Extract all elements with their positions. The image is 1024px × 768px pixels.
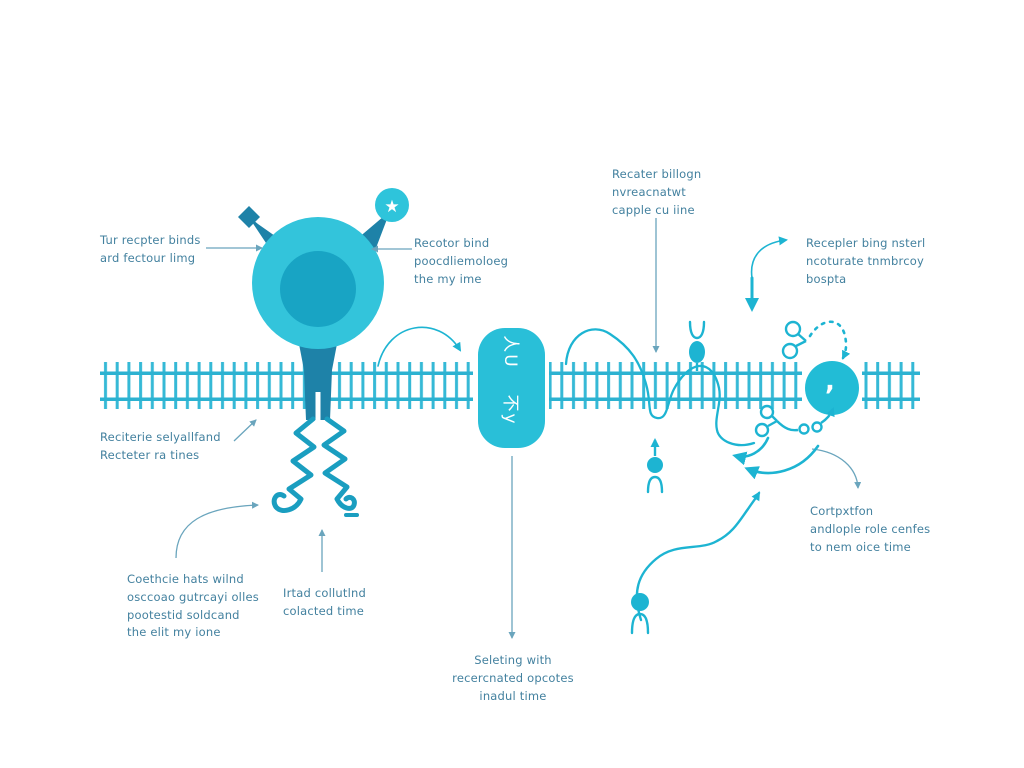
swoosh-arrow-outer xyxy=(744,444,820,480)
annotation-arrows xyxy=(175,218,862,639)
label-right-side: Cortpxtfon andlople role cenfes to nem o… xyxy=(810,504,931,554)
arc-over-membrane-left xyxy=(377,326,462,367)
swoosh-arrow-inner xyxy=(732,436,770,466)
receptor-bottom xyxy=(630,593,650,635)
label-bottom-left: Coethcie hats wilnd osccoao gutrcayi oll… xyxy=(127,572,259,640)
membrane-channel: 人U 不y xyxy=(478,328,545,448)
receptor-complex: ★ xyxy=(238,188,409,517)
receptor-tail-right xyxy=(321,416,357,511)
label-top-center: Recater billogn nvreacnatwt capple cu ii… xyxy=(612,167,702,217)
label-ligand-right: Recotor bind poocdliemoloeg the my ime xyxy=(414,236,509,286)
vesicle-mark: , xyxy=(825,367,835,397)
signal-flow xyxy=(377,236,820,622)
molecule-below xyxy=(754,404,823,438)
small-receptors xyxy=(630,320,706,635)
channel-glyph-top: 人U xyxy=(500,335,520,368)
serpentine-curve xyxy=(564,328,756,447)
receptor-below-membrane xyxy=(646,438,664,494)
ligand-diamond xyxy=(238,206,260,228)
membrane-segment-left xyxy=(100,362,473,409)
dashed-arc xyxy=(808,320,851,360)
label-ligand-left: Tur recpter binds ard fectour limg xyxy=(100,233,201,265)
arrow-right-label-down xyxy=(811,448,862,489)
vesicle-cluster: , xyxy=(754,320,859,438)
arrow-chain-to-vesicle xyxy=(820,407,835,424)
receptor-head-inner xyxy=(280,251,356,327)
label-membrane-left: Reciterie selyallfand Recteter ra tines xyxy=(100,430,221,462)
s-curve-bottom xyxy=(635,491,761,622)
arrow-membrane-left xyxy=(233,419,257,442)
arrow-bottom-left-curve xyxy=(175,501,259,559)
channel-glyph-bottom: 不y xyxy=(500,394,520,425)
star-icon: ★ xyxy=(384,197,399,217)
receptor-on-membrane xyxy=(688,320,706,371)
receptor-tail-left xyxy=(271,416,317,513)
arrow-to-top-right-label xyxy=(750,236,788,279)
vesicle-circle xyxy=(805,361,859,415)
molecule-above xyxy=(781,320,807,360)
label-bottom-mid: Irtad collutlnd colacted time xyxy=(283,586,366,618)
label-bottom-center: Seleting with recercnated opcotes inadul… xyxy=(452,653,574,703)
label-top-right: Recepler bing nsterl ncoturate tnmbrcoy … xyxy=(806,236,926,286)
membrane-segment-right xyxy=(862,362,920,409)
star-badge: ★ xyxy=(375,188,409,222)
